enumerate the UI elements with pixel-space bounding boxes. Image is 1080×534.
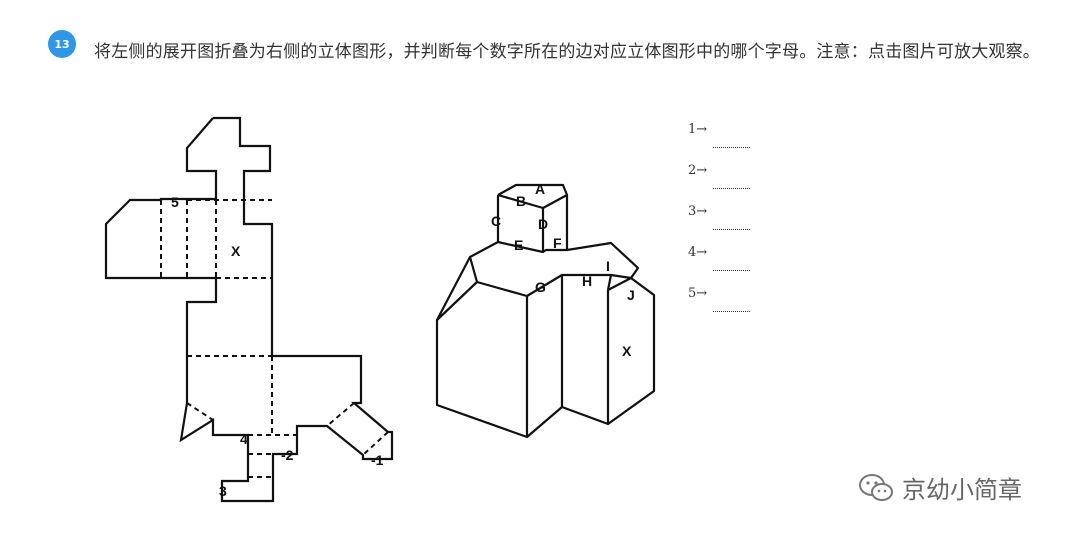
solid-label-b: B — [516, 193, 526, 209]
solid-figure — [435, 183, 656, 439]
answer-label: 2→ — [688, 163, 708, 178]
answer-label: 5→ — [688, 286, 708, 301]
net-label-4: 4 — [240, 431, 248, 447]
net-labels: 5 X 4 -2 -1 3 — [171, 194, 384, 499]
solid-labels: A B C D E F G H I J X — [491, 181, 635, 359]
solid-label-d: D — [538, 216, 548, 232]
net-label-1: -1 — [371, 452, 384, 468]
solid-label-i: I — [606, 258, 610, 274]
question-text: 将左侧的展开图折叠为右侧的立体图形，并判断每个数字所在的边对应立体图形中的哪个字… — [94, 42, 1040, 62]
answer-list: 1→ 2→ 3→ 4→ 5→ — [688, 118, 808, 323]
watermark: 京幼小简章 — [858, 470, 1022, 505]
answer-blank-3[interactable] — [713, 228, 750, 230]
solid-label-f: F — [553, 235, 562, 251]
answer-row: 2→ — [688, 159, 808, 200]
answer-blank-2[interactable] — [713, 187, 750, 189]
answer-row: 1→ — [688, 118, 808, 159]
answer-blank-5[interactable] — [713, 310, 750, 312]
net-label-3: 3 — [219, 483, 227, 499]
unfolded-net — [104, 116, 394, 503]
answer-row: 4→ — [688, 241, 808, 282]
solid-label-a: A — [535, 181, 545, 197]
wechat-icon — [859, 473, 893, 501]
watermark-text: 京幼小简章 — [902, 476, 1022, 504]
solid-label-c: C — [491, 213, 501, 229]
answer-blank-1[interactable] — [713, 146, 750, 148]
net-fold-lines — [160, 199, 389, 478]
solid-label-g: G — [535, 279, 546, 295]
solid-label-h: H — [582, 273, 592, 289]
net-outline — [104, 116, 394, 503]
question-number-badge: 13 — [48, 30, 76, 58]
net-label-5: 5 — [171, 194, 179, 210]
answer-label: 3→ — [688, 204, 708, 219]
answer-label: 4→ — [688, 245, 708, 260]
solid-label-j: J — [627, 287, 635, 303]
net-label-x: X — [231, 243, 241, 259]
solid-label-e: E — [514, 237, 523, 253]
net-label-2: -2 — [281, 447, 294, 463]
answer-row: 3→ — [688, 200, 808, 241]
solid-label-x: X — [622, 343, 632, 359]
answer-label: 1→ — [688, 122, 708, 137]
answer-row: 5→ — [688, 282, 808, 323]
answer-blank-4[interactable] — [713, 269, 750, 271]
